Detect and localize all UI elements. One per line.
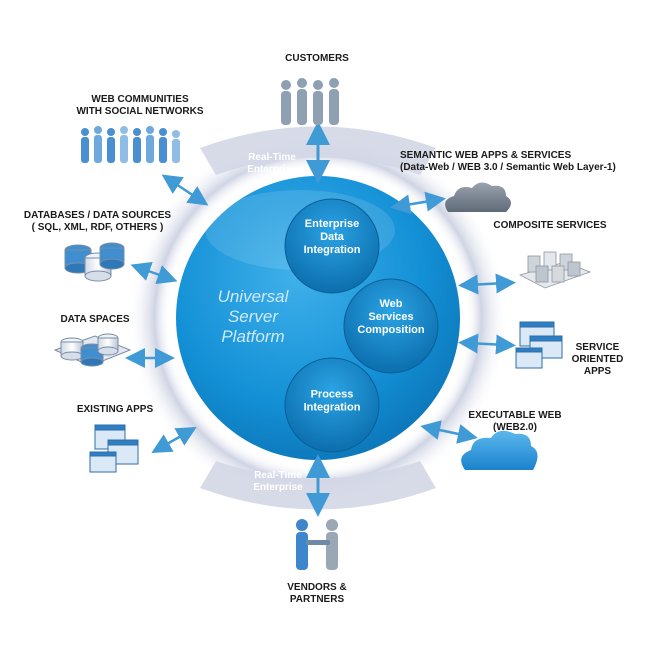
customers-label: CUSTOMERS	[285, 53, 349, 64]
module-1-label-line-1: Enterprise	[305, 218, 359, 230]
semantic-web-line1: SEMANTIC WEB APPS & SERVICES	[400, 150, 572, 161]
module-web-services-composition	[343, 278, 439, 374]
arrow-web-communities	[161, 174, 209, 206]
web-communities-line1: WEB COMMUNITIES	[91, 94, 189, 105]
executable-web-line1: EXECUTABLE WEB	[468, 410, 562, 421]
module-process-integration	[284, 357, 380, 453]
soa-apps-line2: ORIENTED	[571, 354, 624, 365]
module-3-label-line-1: Process	[311, 389, 354, 401]
cloud-blue-icon	[461, 430, 538, 470]
soa-apps-icon	[515, 321, 563, 369]
data-spaces-label: DATA SPACES	[60, 314, 130, 325]
vendors-line1: VENDORS &	[287, 582, 347, 593]
databases-line2: ( SQL, XML, RDF, OTHERS )	[31, 222, 164, 233]
module-3-label-line-2: Integration	[304, 402, 361, 414]
module-1-label-line-2: Data	[320, 231, 345, 243]
module-2-label-line-3: Composition	[357, 324, 424, 336]
ring-bottom-label-line-1: Real-Time	[254, 470, 302, 481]
databases-line1: DATABASES / DATA SOURCES	[23, 210, 172, 221]
soa-apps-line1: SERVICE	[575, 342, 620, 353]
module-1-label-line-3: Integration	[304, 244, 361, 256]
cloud-gray-icon	[445, 182, 511, 212]
core-platform-circle	[176, 176, 460, 460]
semantic-web-line2: (Data-Web / WEB 3.0 / Semantic Web Layer…	[400, 162, 616, 173]
arrow-existing-apps	[151, 427, 197, 453]
soa-apps-line3: APPS	[583, 366, 612, 377]
module-labels: EnterpriseDataIntegrationWebServicesComp…	[304, 218, 425, 414]
arrow-composite	[458, 273, 516, 295]
core-title-line-2: Server	[228, 307, 279, 326]
ring-top-label-line-1: Real-Time	[248, 152, 296, 163]
web-communities-label: WEB COMMUNITIES WITH SOCIAL NETWORKS	[55, 94, 225, 118]
semantic-web-label: SEMANTIC WEB APPS & SERVICES (Data-Web /…	[400, 150, 635, 174]
module-2-label-line-1: Web	[379, 298, 402, 310]
vendors-label: VENDORS & PARTNERS	[262, 582, 372, 606]
executable-web-line2: (WEB2.0)	[493, 422, 537, 433]
data-spaces-icon	[53, 333, 132, 367]
customers-people-icon	[281, 78, 339, 125]
databases-label: DATABASES / DATA SOURCES ( SQL, XML, RDF…	[15, 210, 180, 234]
arrow-soa	[458, 333, 516, 355]
ring-top-label-line-2: Enterprise	[247, 164, 297, 175]
composite-services-icon	[518, 251, 592, 289]
database-icon	[64, 242, 125, 282]
executable-web-label: EXECUTABLE WEB (WEB2.0)	[450, 410, 580, 434]
arrow-databases	[130, 261, 178, 285]
composite-services-label: COMPOSITE SERVICES	[493, 220, 607, 231]
vendors-line2: PARTNERS	[289, 594, 345, 605]
web-communities-line2: WITH SOCIAL NETWORKS	[76, 106, 204, 117]
handshake-people-icon	[296, 519, 338, 570]
crowd-icon	[81, 126, 180, 163]
core-title-line-1: Universal	[218, 287, 290, 306]
existing-apps-icon	[89, 424, 139, 473]
existing-apps-label: EXISTING APPS	[76, 404, 154, 415]
arrow-executable-web	[420, 420, 478, 444]
ring-bottom-label-line-2: Enterprise	[253, 482, 303, 493]
module-enterprise-data-integration	[284, 198, 380, 294]
soa-apps-label: SERVICE ORIENTED APPS	[560, 342, 635, 378]
arrow-semantic-web	[390, 191, 446, 215]
module-2-label-line-2: Services	[368, 311, 413, 323]
core-title-line-3: Platform	[221, 327, 284, 346]
